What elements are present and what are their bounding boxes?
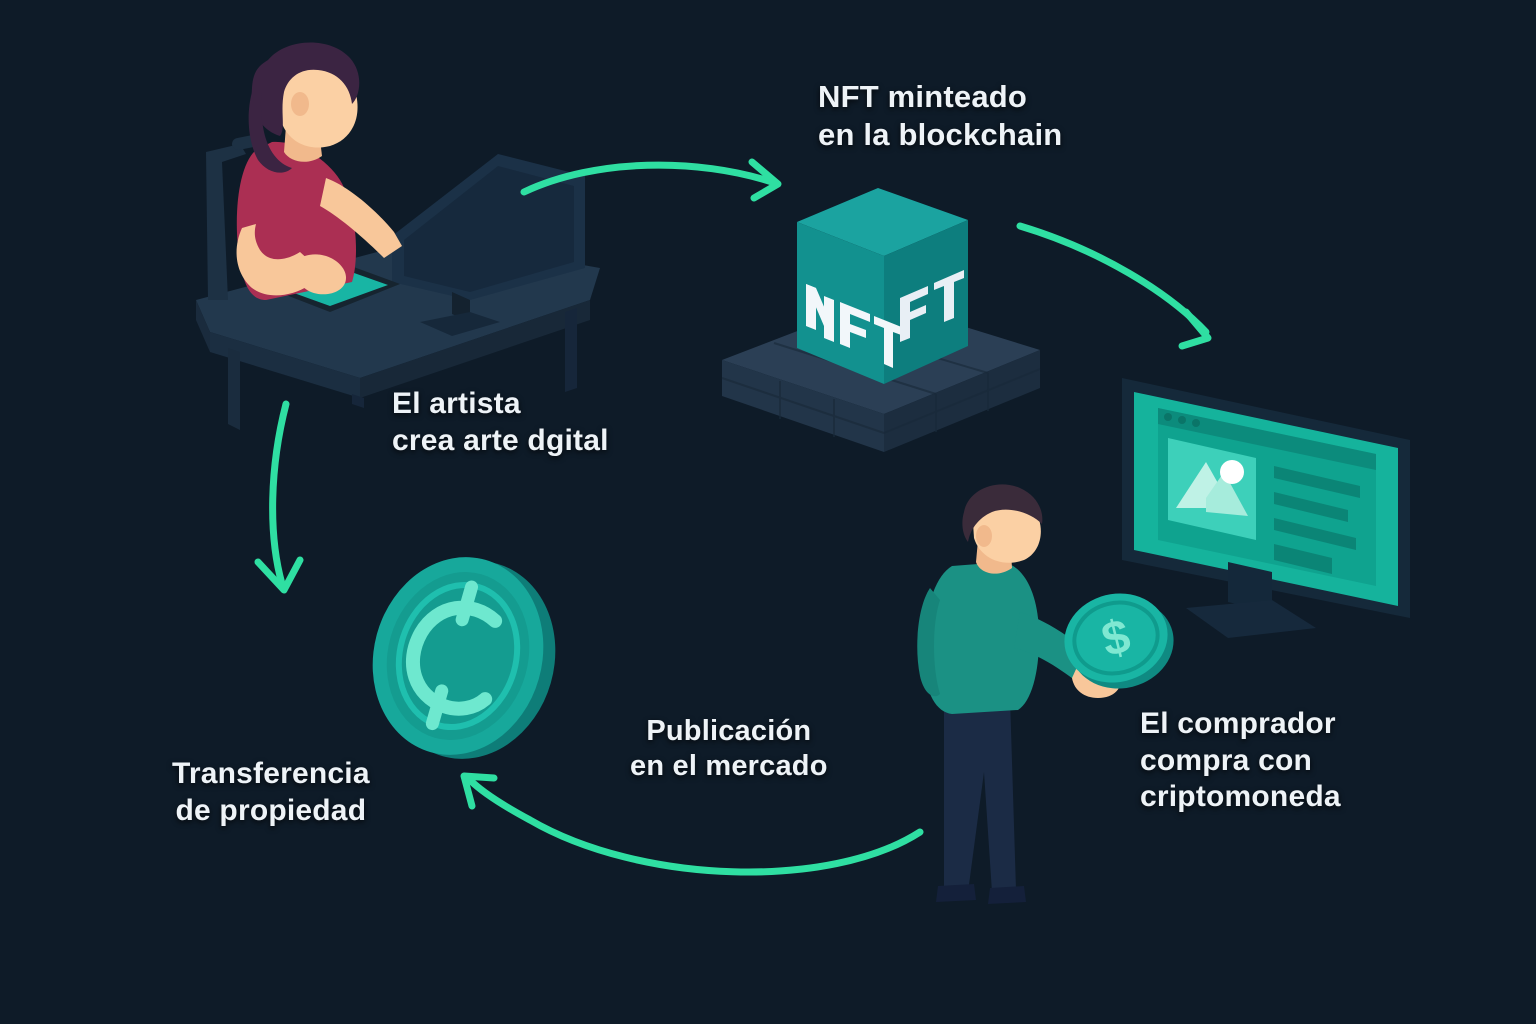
- desk-leg-front: [352, 394, 364, 408]
- buyer-shoe-left: [936, 884, 976, 902]
- cube-text-ft: [900, 270, 964, 342]
- desk-leg-left: [228, 348, 240, 430]
- buyer-hair: [962, 484, 1043, 542]
- market-window-titlebar: [1158, 408, 1376, 470]
- artist-illustration: [196, 42, 600, 430]
- desk-edge-front: [210, 332, 360, 398]
- window-dot-1: [1164, 413, 1172, 421]
- window-dot-3: [1192, 419, 1200, 427]
- coin-symbol-stroke-top: [455, 580, 479, 627]
- buyer-sleeve-back: [917, 588, 940, 697]
- label-market: Publicación en el mercado: [630, 715, 828, 783]
- buyer-coin-ring: [1072, 600, 1160, 676]
- coin-symbol-stroke-bottom: [425, 684, 449, 731]
- coin-symbol-c: [405, 600, 503, 716]
- arrow-mint-to-market: [1016, 222, 1212, 350]
- cube-text-nft: [806, 284, 904, 368]
- buyer-coin-face: [1064, 593, 1168, 683]
- desk-leg-right: [565, 308, 577, 392]
- arrow-buyer-to-coin: [460, 772, 924, 876]
- cube-top-face: [797, 188, 968, 256]
- arrow-artist-to-mint: [520, 158, 782, 202]
- market-monitor-base: [1186, 600, 1316, 638]
- transfer-coin-illustration: [372, 557, 556, 759]
- listing-text-lines: [1274, 466, 1360, 574]
- label-transfer: Transferencia de propiedad: [172, 757, 370, 827]
- artist-face: [275, 57, 358, 148]
- buyer-ear: [976, 525, 992, 547]
- coin-symbol-group: [405, 580, 503, 731]
- buyer-coin: $: [1064, 593, 1174, 689]
- artist-hair-side: [248, 92, 292, 173]
- buyer-legs: [944, 698, 1016, 892]
- artist-arm-right: [320, 178, 402, 258]
- monitor-screen: [404, 166, 574, 292]
- buyer-sweater: [923, 562, 1040, 714]
- label-artist: El artista crea arte dgital: [392, 387, 609, 457]
- label-buyer: El comprador compra con criptomoneda: [1140, 707, 1341, 814]
- listing-image-mountain-2: [1206, 472, 1248, 516]
- buyer-shoe-right: [988, 886, 1026, 904]
- chair-back: [206, 144, 246, 300]
- artist-hair: [251, 42, 360, 136]
- listing-image-sun: [1220, 460, 1244, 484]
- marketplace-monitor-illustration: [1122, 378, 1410, 638]
- monitor-base: [420, 312, 500, 336]
- market-monitor-neck: [1228, 562, 1272, 612]
- artist-ear: [291, 92, 309, 116]
- window-dot-2: [1178, 416, 1186, 424]
- arrow-artist-to-coin: [254, 400, 304, 594]
- artist-hand-left: [296, 254, 347, 295]
- cube-right-face: [884, 220, 968, 384]
- desk-edge-right: [360, 300, 590, 398]
- label-mint: NFT minteado en la blockchain: [818, 79, 1063, 152]
- nft-cube-illustration: [721, 188, 1041, 452]
- buyer-illustration: $: [917, 484, 1174, 904]
- desk-edge-left: [196, 300, 210, 352]
